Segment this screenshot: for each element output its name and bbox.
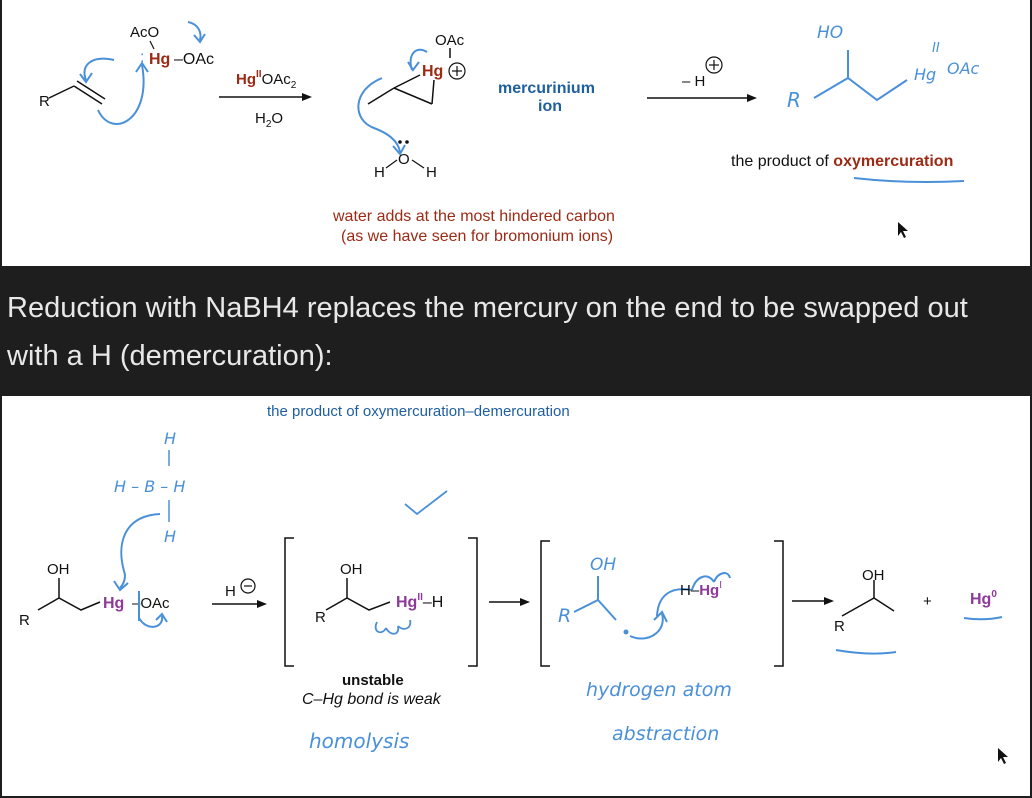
hw-hg: Hg: [914, 65, 936, 84]
demercuration-panel: the product of oxymercuration–demercurat…: [2, 396, 1030, 796]
weak-bond-label: C–Hg bond is weak: [302, 691, 442, 708]
hw-hat-2: abstraction: [612, 723, 719, 745]
hg1: Hg: [103, 595, 124, 612]
oh4: OH: [862, 567, 885, 584]
r1: R: [19, 612, 30, 629]
unstable-label: unstable: [342, 672, 404, 689]
negative-charge-icon: [240, 578, 256, 594]
hw-bh-row: H – B – H: [114, 477, 185, 496]
bracket-2: [540, 540, 784, 667]
hw-hydride-arrow: [119, 513, 161, 589]
hw-product-underline: [835, 649, 897, 655]
hw-r: R: [787, 88, 801, 112]
oh1: OH: [47, 561, 70, 578]
lone-pair-dots: :: [140, 49, 144, 66]
water-note-1: water adds at the most hindered carbon: [332, 208, 615, 225]
plus-sign: +: [923, 593, 932, 610]
demercuration-scheme: the product of oxymercuration–demercurat…: [19, 403, 1008, 764]
mouse-cursor-icon: [898, 222, 908, 238]
aco-bond: [149, 40, 155, 50]
hg2: HgII–H: [396, 592, 443, 611]
reaction-arrow-b2: [489, 598, 530, 606]
positive-charge-icon-2: [705, 56, 723, 74]
hw-bh-h-bottom: H: [164, 527, 176, 546]
hg0: Hg0: [970, 589, 997, 608]
bracket-1: [284, 537, 478, 667]
r-label: R: [39, 93, 50, 110]
water-o: O: [398, 151, 410, 168]
hw-homolysis: homolysis: [309, 729, 409, 753]
mercurinium-structure: [367, 48, 451, 105]
oxymercuration-scheme: R AcO Hg –OAc : HgIIOAc2 H2O OAc Hg H: [39, 21, 980, 245]
hydrido-mercury-species: [325, 578, 391, 611]
water-note-2: (as we have seen for bromonium ions): [341, 228, 613, 245]
hydride-h: H: [225, 583, 236, 600]
hw-radical-species: [573, 576, 617, 621]
curly-arrows-start: [79, 21, 206, 125]
hw-homolysis-arrows: [374, 490, 448, 635]
explanatory-caption: Reduction with NaBH4 replaces the mercur…: [7, 292, 968, 372]
hw-bond-break-arrow: [138, 591, 168, 628]
reaction-arrow-1: [219, 93, 312, 101]
r2: R: [315, 609, 326, 626]
reaction-arrow-b1: [212, 600, 267, 608]
scheme-title: the product of oxymercuration–demercurat…: [267, 403, 570, 420]
oac-label: –OAc: [174, 51, 214, 68]
oh2: OH: [340, 561, 363, 578]
reaction-arrow-b3: [792, 597, 834, 605]
hhg-species: H–HgI: [680, 580, 722, 599]
hw-r2: R: [558, 605, 571, 627]
hw-hat-1: hydrogen atom: [586, 679, 732, 701]
alkene: [48, 80, 106, 105]
hw-underline: [853, 177, 965, 183]
hg-label: Hg: [149, 51, 170, 68]
oxymercuration-panel: R AcO Hg –OAc : HgIIOAc2 H2O OAc Hg H: [2, 0, 1030, 266]
hw-product-skeleton: [813, 50, 908, 102]
hw-oh: OH: [590, 555, 616, 575]
final-alcohol: [841, 580, 895, 617]
water-h1: H: [374, 164, 385, 181]
merc-oac: OAc: [435, 32, 465, 49]
organomercurial-1: [37, 578, 101, 611]
positive-charge-icon: [448, 62, 466, 80]
mercurinium-label-1: mercurinium: [498, 80, 595, 97]
minus-h-label: – H: [682, 73, 705, 90]
aco-label: AcO: [130, 24, 159, 41]
reagent-hg: HgIIOAc2: [236, 69, 297, 91]
hw-bh-h-top: H: [164, 429, 176, 448]
hw-hydride-arrowhead: [113, 580, 129, 592]
hw-hg0-underline: [963, 616, 1003, 621]
hw-ho: HO: [817, 23, 843, 43]
water-bonds: [385, 159, 425, 169]
hw-ii: II: [932, 41, 940, 56]
mouse-cursor-icon-2: [998, 748, 1008, 764]
hw-radical-dot: [623, 629, 629, 635]
hw-hat-arrows: [629, 572, 731, 640]
water-lone-pair: [398, 140, 409, 144]
product-label: the product of oxymercuration: [731, 153, 953, 170]
oac1: –OAc: [132, 595, 170, 612]
mercurinium-label-2: ion: [538, 98, 562, 115]
solvent-water: H2O: [255, 110, 283, 130]
curly-arrows-mercurinium: [357, 48, 428, 156]
r4: R: [834, 618, 845, 635]
reaction-arrow-2: [647, 94, 757, 102]
merc-hg: Hg: [422, 63, 443, 80]
hw-oac: OAc: [947, 59, 980, 78]
water-h2: H: [426, 164, 437, 181]
